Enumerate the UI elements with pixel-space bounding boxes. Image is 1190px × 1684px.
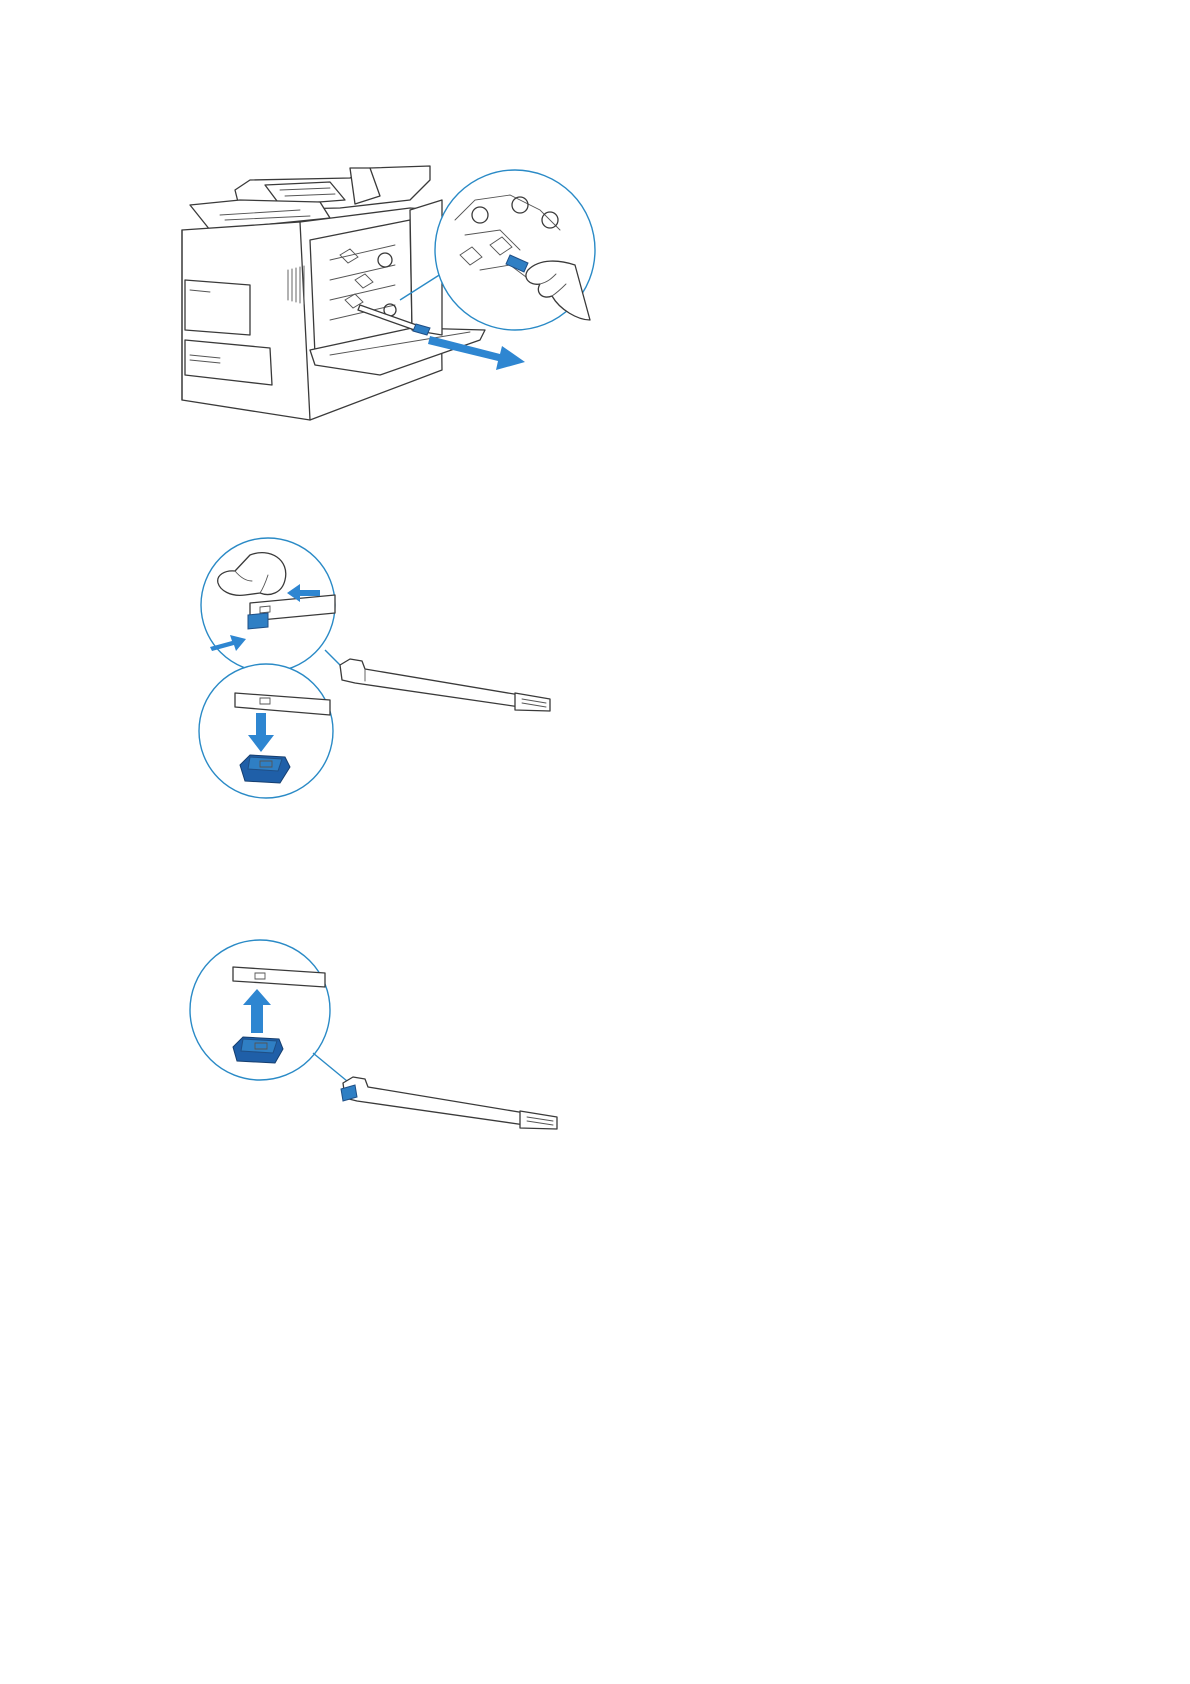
cleaning-rod-icon bbox=[340, 659, 550, 711]
zoom-circle-remove bbox=[199, 664, 333, 798]
figure-remove-cleaning-rod bbox=[180, 160, 620, 460]
cleaning-rod-icon bbox=[341, 1077, 557, 1129]
figure-detach-cleaning-pad bbox=[190, 535, 610, 810]
zoom-circle-attach bbox=[190, 940, 330, 1080]
printer-illustration bbox=[180, 160, 620, 460]
cleaning-pad-icon bbox=[240, 755, 290, 783]
cleaning-pad-icon bbox=[233, 1037, 283, 1063]
figure-attach-cleaning-pad bbox=[185, 935, 585, 1135]
detach-pad-illustration bbox=[190, 535, 610, 810]
zoom-circle-squeeze bbox=[201, 538, 335, 672]
zoom-circle bbox=[435, 170, 595, 330]
attach-pad-illustration bbox=[185, 935, 585, 1135]
